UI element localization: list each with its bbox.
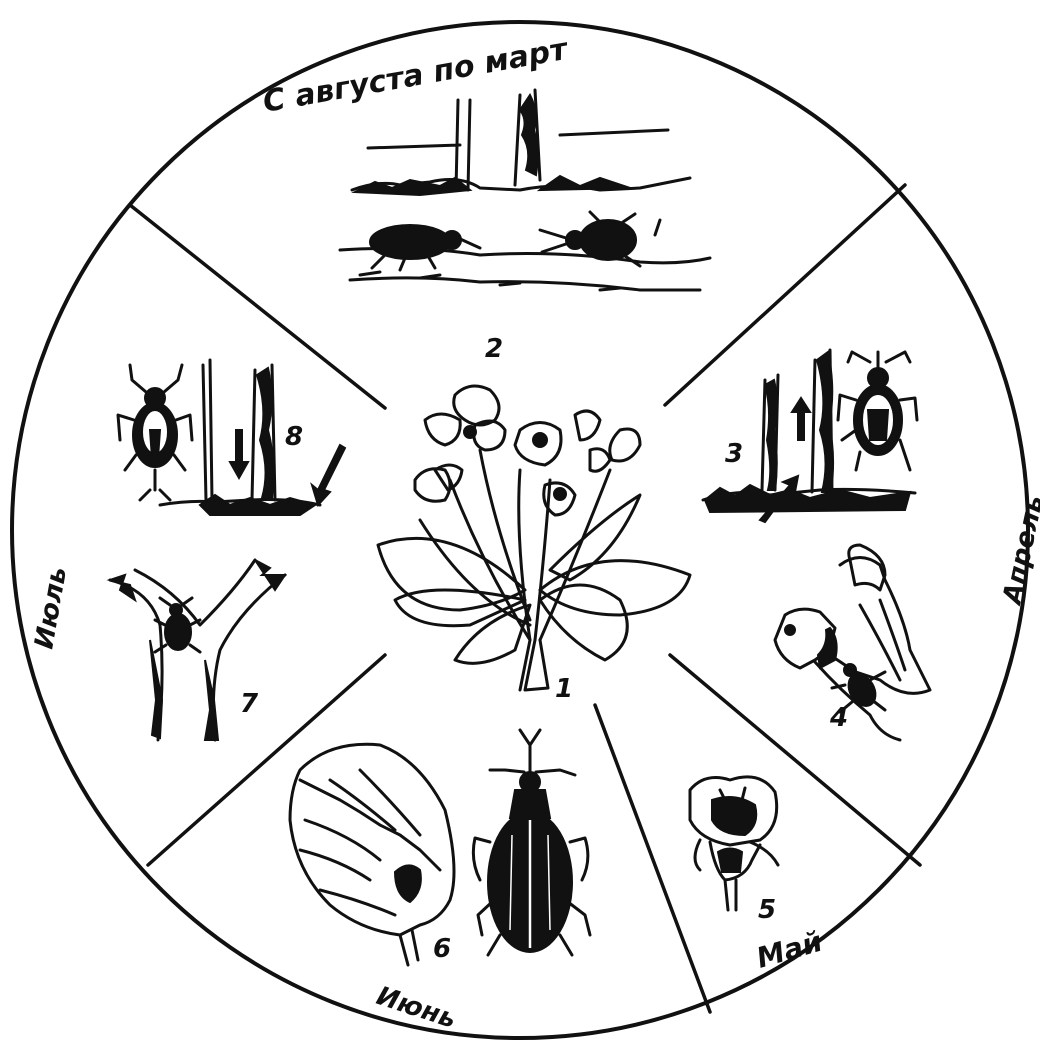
damaged-bud-icon	[690, 777, 778, 910]
number-5: 5	[758, 895, 776, 925]
season-label-july: Июль	[29, 565, 73, 651]
weevil-on-bud-icon	[775, 545, 930, 740]
number-3: 3	[725, 439, 743, 469]
hibernating-weevils-icon	[340, 90, 710, 290]
divider-left-lower	[148, 655, 385, 865]
strawberry-plant-icon	[378, 386, 690, 690]
season-label-april: Апрель	[997, 493, 1040, 609]
number-7: 7	[240, 689, 259, 719]
weevil-on-branch-fork-icon	[110, 560, 285, 740]
weevil-and-rolled-leaf-icon	[290, 730, 590, 965]
season-label-may: Май	[753, 925, 826, 975]
weevil-descending-icon	[118, 360, 345, 515]
strawberry-flower-icons	[415, 386, 640, 515]
number-2: 2	[485, 334, 503, 364]
number-8: 8	[285, 422, 303, 452]
weevil-climbing-icon	[703, 350, 917, 522]
number-6: 6	[433, 934, 451, 964]
number-1: 1	[555, 674, 573, 704]
divider-right-lower	[670, 655, 920, 865]
divider-bottom	[595, 705, 710, 1012]
